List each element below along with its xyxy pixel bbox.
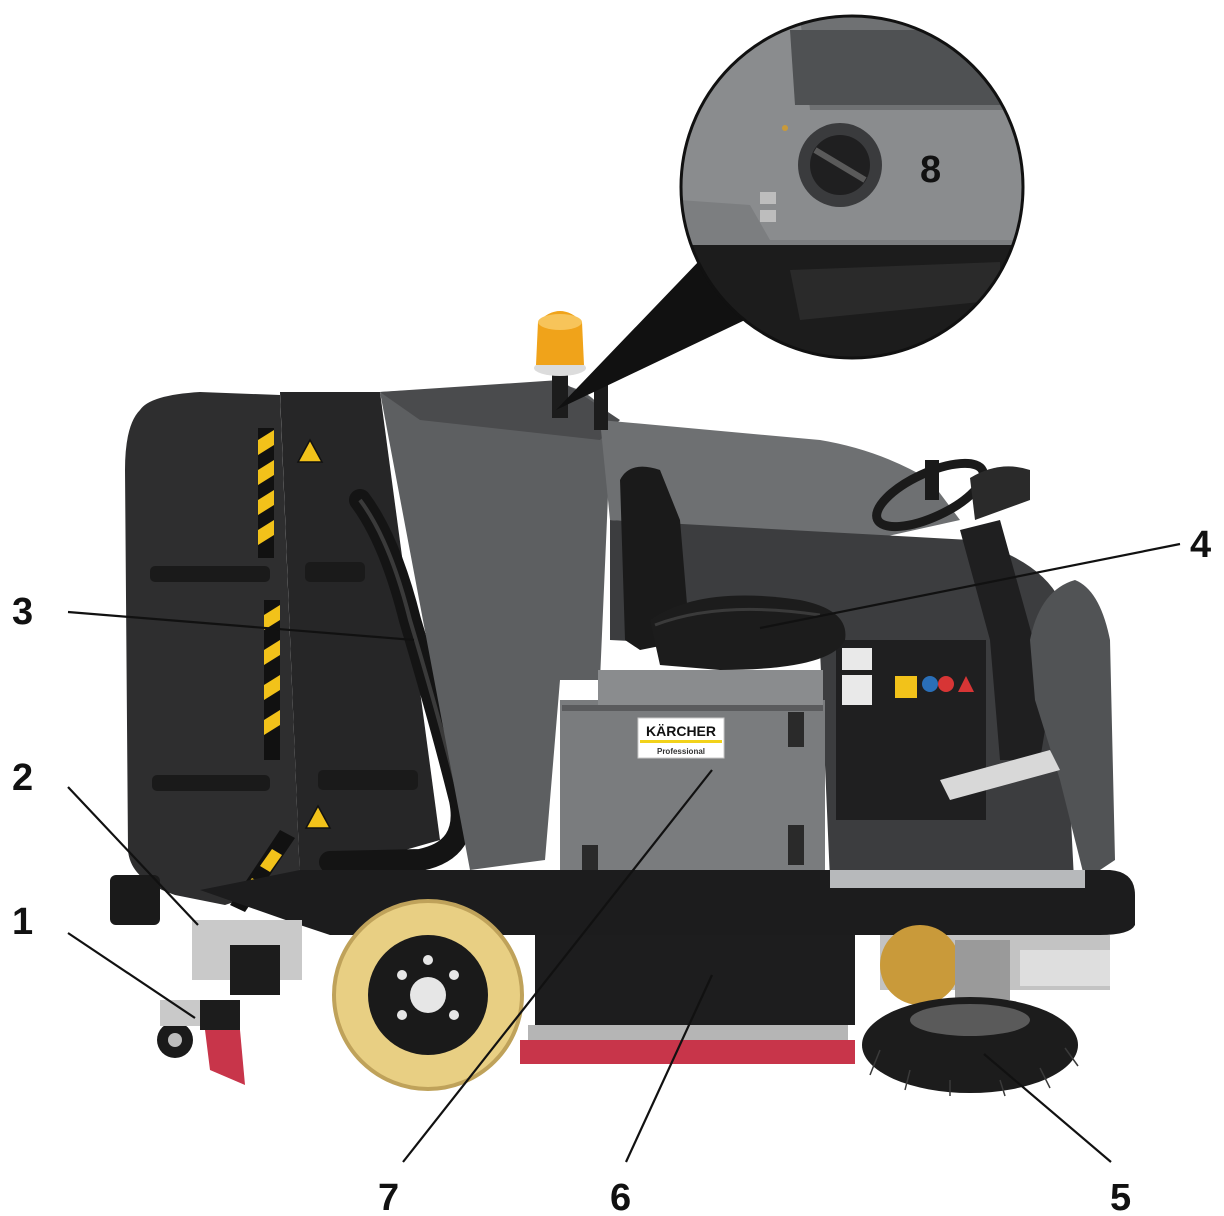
battery-compartment xyxy=(560,670,825,875)
leader-line-7 xyxy=(402,769,713,1163)
callout-labels: 1 2 3 4 5 6 7 8 xyxy=(12,149,1211,1216)
warning-icon xyxy=(304,804,332,829)
warning-icon xyxy=(296,438,324,463)
callout-3: 3 xyxy=(12,591,33,633)
leader-line-2 xyxy=(67,786,199,926)
leader-lines xyxy=(67,542,1181,1163)
zoom-cone xyxy=(556,260,745,410)
leader-line-4 xyxy=(759,542,1181,630)
zoom-circle-border xyxy=(679,14,1025,360)
callout-5: 5 xyxy=(1110,1177,1131,1216)
hazard-stripe xyxy=(230,428,295,912)
hopper-handle-upper-2 xyxy=(305,562,365,582)
operator-seat xyxy=(620,466,846,670)
chassis-plate xyxy=(830,870,1085,888)
leader-line-5 xyxy=(983,1053,1112,1163)
pedal xyxy=(940,750,1060,800)
rear-wheel xyxy=(332,899,524,1091)
brand-name: KÄRCHER xyxy=(646,723,716,739)
brand-plate: KÄRCHER Professional xyxy=(637,717,725,759)
hopper-handle-lower xyxy=(152,775,270,791)
callout-1: 1 xyxy=(12,901,33,943)
sweeper-machine: KÄRCHER Professional xyxy=(110,300,1135,1097)
hopper-handle-upper xyxy=(150,566,270,582)
leader-line-3 xyxy=(67,610,415,642)
brand-sub: Professional xyxy=(657,747,705,756)
callout-4: 4 xyxy=(1190,524,1211,566)
rear-squeegee xyxy=(110,875,302,1085)
main-broom-skirt xyxy=(528,1025,848,1041)
hopper-handle-lower-2 xyxy=(318,770,418,790)
main-body xyxy=(380,382,610,870)
hood xyxy=(600,420,960,540)
callout-7: 7 xyxy=(378,1177,399,1216)
callout-2: 2 xyxy=(12,757,33,799)
leader-line-6 xyxy=(625,974,713,1163)
side-brush xyxy=(862,925,1110,1097)
steering-wheel xyxy=(872,458,1050,760)
front-fender xyxy=(1030,300,1115,880)
callout-6: 6 xyxy=(610,1177,631,1216)
zoom-inset xyxy=(556,14,1025,410)
leader-line-1 xyxy=(67,932,196,1019)
main-broom-flap xyxy=(520,1040,855,1064)
suction-hose-highlight xyxy=(358,498,462,801)
callout-8: 8 xyxy=(920,149,941,191)
